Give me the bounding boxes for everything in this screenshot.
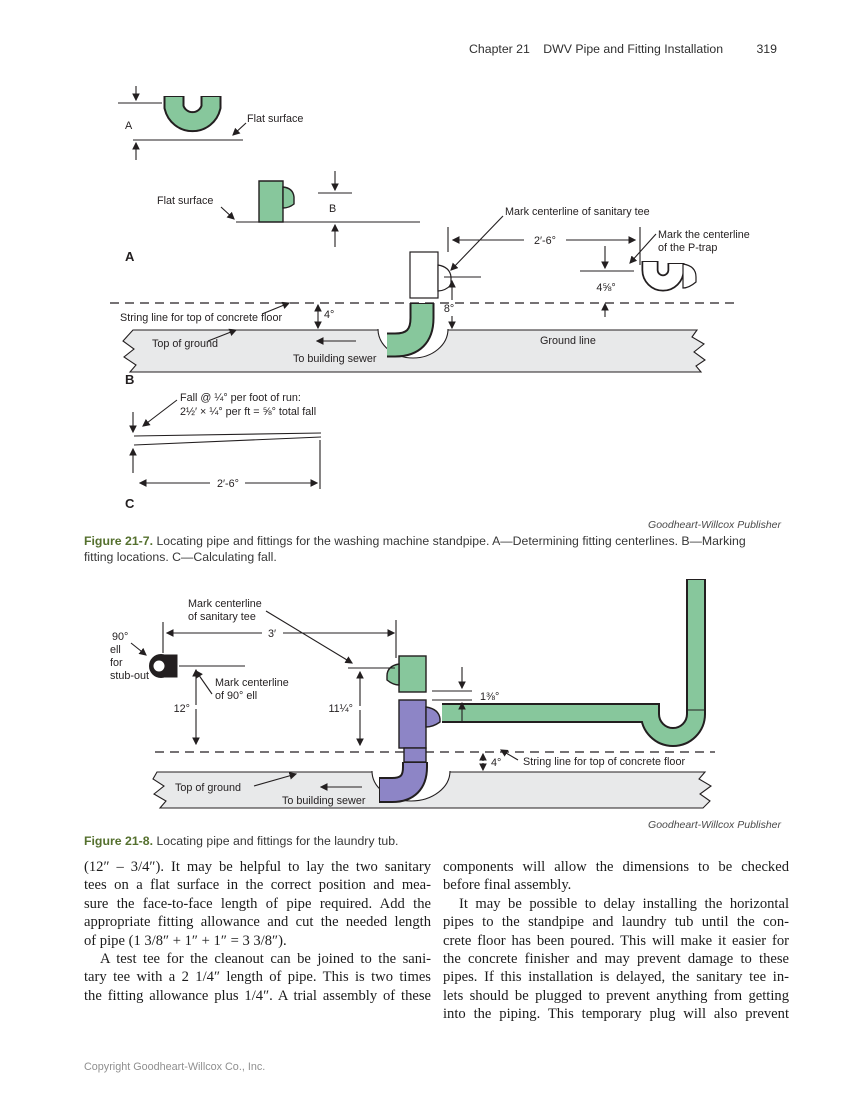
- figure-21-7-diagram: A Flat surface Flat surface B A: [110, 86, 750, 511]
- copyright-footer: Copyright Goodheart-Willcox Co., Inc.: [84, 1061, 266, 1073]
- body-column-right: components will allow the dimensions to …: [443, 858, 789, 1024]
- figure8-caption-label: Figure 21-8.: [84, 834, 154, 848]
- dim-a-label: A: [125, 120, 133, 132]
- ell-label-line2: ell: [110, 644, 121, 656]
- figure7-caption-text-line1: Locating pipe and fittings for the washi…: [156, 534, 746, 548]
- mark-tee-label: Mark centerline of sanitary tee: [505, 206, 650, 218]
- upper-sanitary-tee: [386, 655, 427, 693]
- flat-surface-label-bottom: Flat surface: [157, 195, 213, 207]
- body-line: lets should be plugged to prevent anythi…: [443, 987, 789, 1004]
- figure7-credit: Goodheart-Willcox Publisher: [648, 519, 781, 531]
- body-line: tary tee with a 2 1/4″ length of pipe. T…: [84, 969, 431, 986]
- body-line: pipes to the standpipe and laundry tub u…: [443, 914, 789, 931]
- string-line-label: String line for top of concrete floor: [120, 312, 282, 324]
- sanitary-tee-fitting: [258, 180, 295, 223]
- dim-2ft6-c-label: 2′-6°: [217, 478, 239, 490]
- dim-11-14-label: 11¼°: [328, 703, 353, 715]
- top-of-ground-label: Top of ground: [175, 782, 241, 794]
- body-line: tees on a flat surface in the correct po…: [84, 877, 431, 894]
- fig7-section-c-group: Fall @ ¼° per foot of run: 2½′ × ¼° per …: [125, 392, 322, 511]
- mark-tee-label-line2: of sanitary tee: [188, 611, 256, 623]
- figure8-caption-text: Locating pipe and fittings for the laund…: [156, 834, 399, 848]
- body-line: of pipe (1 3/8″ + 1″ + 1″ = 3 3/8″).: [84, 932, 287, 949]
- mark-ptrap-label-line1: Mark the centerline: [658, 229, 750, 241]
- mark-ell-label-line1: Mark centerline: [215, 677, 289, 689]
- page-number: 319: [756, 42, 777, 56]
- dim-12-label: 12°: [174, 703, 190, 715]
- dim-8-label: 8°: [444, 303, 454, 315]
- chapter-title: DWV Pipe and Fitting Installation: [543, 42, 724, 56]
- chapter-label: Chapter 21: [469, 42, 530, 56]
- dim-3ft-label: 3′: [268, 628, 276, 640]
- fall-note-line2: 2½′ × ¼° per ft = ⅝° total fall: [180, 406, 316, 418]
- section-a-letter: A: [125, 249, 135, 264]
- flat-surface-label-top: Flat surface: [247, 113, 303, 125]
- section-b-letter: B: [125, 372, 134, 387]
- body-line: into the piping. This temporary plug wil…: [443, 1006, 789, 1023]
- string-line-label: String line for top of concrete floor: [523, 756, 685, 768]
- section-c-letter: C: [125, 496, 135, 511]
- body-line: (12″ – 3/4″). It may be helpful to lay t…: [84, 859, 431, 875]
- p-trap-outline: [641, 261, 697, 292]
- top-of-ground-label: Top of ground: [152, 338, 218, 350]
- body-line: pipes. If this installation is delayed, …: [443, 969, 789, 986]
- mark-ell-label-line2: of 90° ell: [215, 690, 257, 702]
- ell-label-line1: 90°: [112, 631, 128, 643]
- page-header: Chapter 21 DWV Pipe and Fitting Installa…: [469, 42, 777, 56]
- elbow-fitting: [387, 303, 435, 358]
- body-line: crete floor has been poured. This will m…: [443, 932, 789, 949]
- lower-sanitary-tee: [379, 699, 441, 803]
- figure8-credit: Goodheart-Willcox Publisher: [648, 819, 781, 831]
- figure7-caption: Figure 21-7. Locating pipe and fittings …: [84, 534, 774, 565]
- body-line: components will allow the dimensions to …: [443, 859, 789, 875]
- ell-label-line3: for: [110, 657, 123, 669]
- body-line: the concrete finisher and may prevent da…: [443, 951, 789, 968]
- trap-arm-and-stack-pipe: [442, 579, 706, 747]
- body-line: sure the face-to-face length of pipe req…: [84, 895, 431, 912]
- figure-21-8-diagram: 90° ell for stub-out 3′ Mark centerline …: [110, 579, 715, 809]
- body-line: appropriate fitting allowance and cut th…: [84, 914, 431, 931]
- dim-4-58-label: 4⅝°: [596, 282, 615, 294]
- ninety-ell-fitting: [149, 622, 245, 678]
- ell-label-line4: stub-out: [110, 670, 149, 682]
- p-trap-fitting: [163, 96, 222, 133]
- figure7-caption-text-line2: fitting locations. C—Calculating fall.: [84, 549, 277, 564]
- body-column-left: (12″ – 3/4″). It may be helpful to lay t…: [84, 858, 431, 1005]
- fall-note-line1: Fall @ ¼° per foot of run:: [180, 392, 301, 404]
- fig7-section-b-group: Mark centerline of sanitary tee 2′-6° 8°…: [110, 206, 750, 387]
- dim-4-label: 4°: [324, 309, 334, 321]
- mark-tee-label-line1: Mark centerline: [188, 598, 262, 610]
- fig7-section-a-group: A Flat surface Flat surface B A: [118, 86, 420, 264]
- mark-ptrap-label-line2: of the P-trap: [658, 242, 717, 254]
- dim-1-38-label: 1⅜°: [480, 691, 499, 703]
- dim-b-label: B: [329, 203, 336, 215]
- standpipe-tee-outline: [409, 251, 452, 299]
- to-building-sewer-label: To building sewer: [282, 795, 366, 807]
- figure7-caption-label: Figure 21-7.: [84, 534, 154, 548]
- body-line: It may be possible to delay installing t…: [459, 895, 789, 912]
- figure8-caption: Figure 21-8. Locating pipe and fittings …: [84, 834, 774, 850]
- dim-4-label: 4°: [491, 757, 501, 769]
- to-building-sewer-label: To building sewer: [293, 353, 377, 365]
- body-line: before final assembly.: [443, 877, 572, 894]
- dim-2ft6-label: 2′-6°: [534, 235, 556, 247]
- body-line: the fitting allowance plus 1/4″. A trial…: [84, 987, 431, 1004]
- ground-line-label: Ground line: [540, 335, 596, 347]
- body-line: A test tee for the cleanout can be joine…: [100, 951, 431, 968]
